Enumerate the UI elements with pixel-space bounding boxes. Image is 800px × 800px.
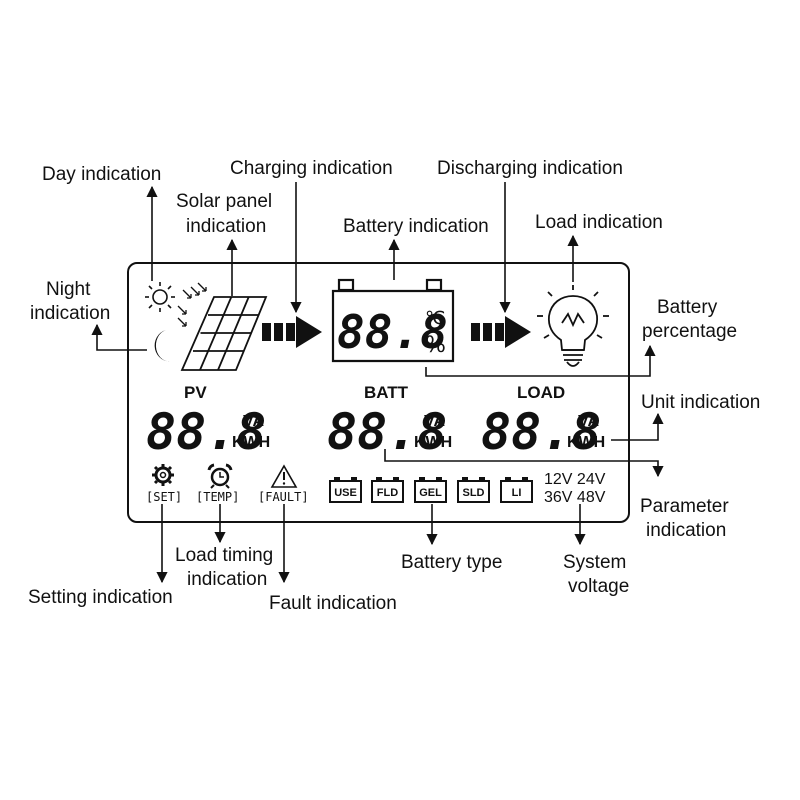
label-battery-percentage-line2: percentage — [642, 321, 737, 342]
section-title-pv: PV — [184, 383, 207, 402]
celsius-symbol: ℃ — [425, 308, 445, 329]
voltage-row-2: 36V 48V — [544, 489, 606, 506]
battery-type-li: LI — [500, 477, 533, 503]
load-unit-kwh: KWH — [567, 434, 605, 451]
pv-digits: 88.8 — [146, 403, 266, 461]
battery-type-gel: GEL — [414, 477, 447, 503]
batt-unit-va: VA — [424, 413, 445, 430]
temp-indicator: [TEMP] — [196, 490, 239, 504]
gear-icon — [152, 464, 174, 486]
label-setting-indication: Setting indication — [28, 587, 173, 608]
label-night-line2: indication — [30, 303, 110, 324]
battery-type-label: SLD — [463, 487, 485, 499]
battery-type-label: LI — [512, 487, 522, 499]
discharging-arrow-icon — [471, 316, 531, 348]
label-charging-indication: Charging indication — [230, 158, 393, 179]
label-system-voltage-line2: voltage — [568, 576, 629, 597]
section-title-batt: BATT — [364, 383, 409, 402]
light-bulb-icon — [537, 285, 609, 367]
label-night-line1: Night — [46, 279, 91, 300]
label-load-timing-line1: Load timing — [175, 545, 273, 566]
section-title-load: LOAD — [517, 383, 565, 402]
voltage-row-1: 12V 24V — [544, 471, 606, 488]
sun-icon — [145, 282, 175, 312]
fault-indicator: [FAULT] — [258, 490, 309, 504]
load-unit-va: VA — [578, 413, 599, 430]
label-solar-panel-line1: Solar panel — [176, 191, 272, 212]
battery-icon — [331, 278, 455, 363]
label-unit-indication: Unit indication — [641, 392, 760, 413]
pv-unit-kwh: KWH — [232, 434, 270, 451]
label-system-voltage-line1: System — [563, 552, 626, 573]
label-load-indication: Load indication — [535, 212, 663, 233]
battery-type-use: USE — [329, 477, 362, 503]
sun-ray-arrows — [177, 282, 207, 327]
label-battery-percentage-line1: Battery — [657, 297, 718, 318]
battery-type-label: FLD — [377, 487, 398, 499]
charging-arrow-icon — [262, 316, 322, 348]
alarm-clock-icon — [207, 463, 233, 489]
battery-type-label: USE — [334, 487, 357, 499]
solar-panel-icon — [180, 296, 268, 371]
battery-type-fld: FLD — [371, 477, 404, 503]
batt-digits: 88.8 — [327, 403, 447, 461]
label-fault-indication: Fault indication — [269, 593, 397, 614]
label-parameter-line1: Parameter — [640, 496, 729, 517]
warning-icon — [270, 464, 298, 488]
battery-digits: 88.8 — [337, 305, 448, 359]
leader-lines — [91, 182, 664, 584]
pv-unit-va: VA — [243, 413, 264, 430]
percent-symbol: % — [425, 333, 446, 358]
batt-unit-kwh: KWH — [414, 434, 452, 451]
label-battery-indication: Battery indication — [343, 216, 489, 237]
label-day-indication: Day indication — [42, 164, 161, 185]
set-indicator: [SET] — [146, 490, 182, 504]
battery-type-sld: SLD — [457, 477, 490, 503]
load-digits: 88.8 — [481, 403, 601, 461]
label-parameter-line2: indication — [646, 520, 726, 541]
label-load-timing-line2: indication — [187, 569, 267, 590]
battery-type-label: GEL — [419, 487, 442, 499]
label-battery-type: Battery type — [401, 552, 502, 573]
label-discharging-indication: Discharging indication — [437, 158, 623, 179]
label-solar-panel-line2: indication — [186, 216, 266, 237]
